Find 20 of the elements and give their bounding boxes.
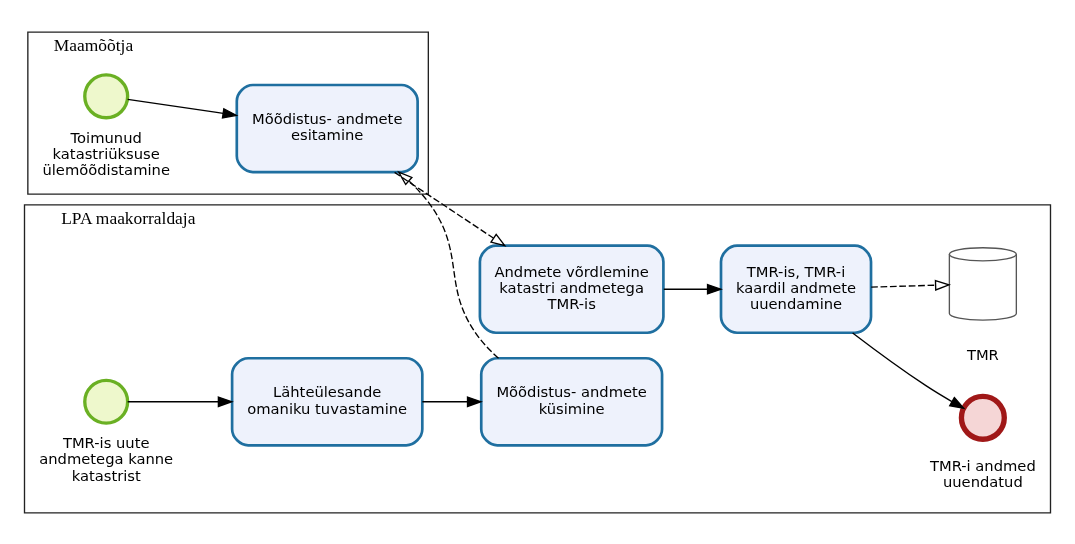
arrow — [421, 395, 483, 407]
arrow — [870, 279, 951, 291]
node-box: Andmete võrdlemine katastri andmetega TMR-is — [478, 243, 665, 334]
arrow — [127, 395, 234, 407]
arrow — [663, 283, 723, 295]
node-box: Lähteülesande omaniku tuvastamine — [230, 356, 424, 447]
node-circle — [958, 393, 1007, 442]
node-label: Toimunud katastriüksuse ülemõõdistamine — [42, 128, 170, 178]
node-box: Mõõdistus- andmete küsimine — [479, 356, 664, 447]
arrow — [397, 170, 500, 359]
node-label: TMR-is uute andmetega kanne katastrist — [39, 433, 174, 484]
arrow — [393, 171, 507, 247]
node-box: TMR-is, TMR-i kaardil andmete uuendamine — [719, 243, 873, 334]
node-circle — [83, 72, 130, 119]
node-label: TMR-i andmed uuendatud — [929, 456, 1036, 490]
node-label: TMR — [966, 345, 999, 363]
arrow — [851, 331, 966, 409]
node-circle — [83, 378, 130, 425]
node-box: Mõõdistus- andmete esitamine — [235, 83, 419, 173]
arrow — [127, 98, 239, 119]
